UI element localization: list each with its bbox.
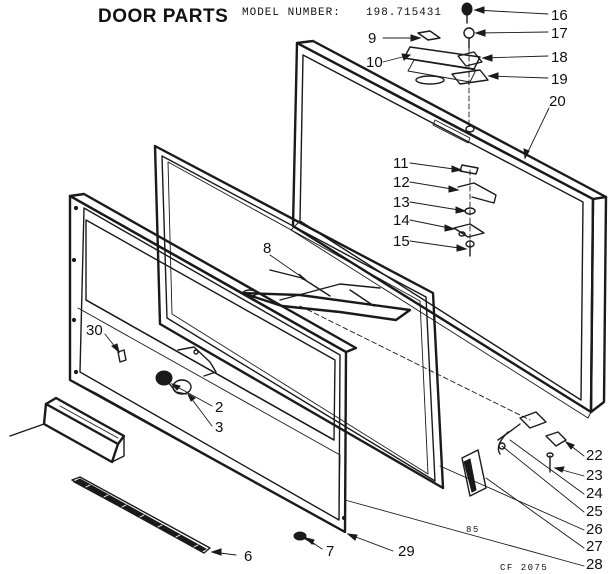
outer-door-panel xyxy=(290,39,608,419)
top-hinge-hardware xyxy=(403,2,489,133)
callout-25: 25 xyxy=(586,503,603,520)
bottom-hinge-hardware xyxy=(461,411,567,497)
callout-6: 6 xyxy=(244,548,252,565)
callout-17: 17 xyxy=(551,25,568,42)
callout-29: 29 xyxy=(398,543,415,560)
leader-lines xyxy=(104,6,585,567)
callout-23: 23 xyxy=(586,467,603,484)
callout-8: 8 xyxy=(263,240,271,257)
hinge-pin-16 xyxy=(461,2,473,16)
callout-30: 30 xyxy=(86,322,103,339)
diagram-code-cf: CF 2075 xyxy=(500,563,548,573)
callout-14: 14 xyxy=(393,212,410,229)
top-shim-9 xyxy=(417,30,441,41)
callout-28: 28 xyxy=(586,556,603,573)
callout-26: 26 xyxy=(586,521,603,538)
callout-numbers: 16 17 18 19 20 9 10 11 12 13 14 15 8 30 … xyxy=(86,7,603,573)
callout-24: 24 xyxy=(586,485,603,502)
callout-13: 13 xyxy=(393,194,410,211)
bushing-17 xyxy=(463,27,475,39)
callout-7: 7 xyxy=(326,543,334,560)
callout-19: 19 xyxy=(551,71,568,88)
hinge-plate-14 xyxy=(453,223,485,238)
model-number-label: MODEL NUMBER: xyxy=(242,7,341,19)
callout-3: 3 xyxy=(215,419,223,436)
callout-10: 10 xyxy=(366,54,383,71)
callout-22: 22 xyxy=(586,447,603,464)
bearing-plate-18 xyxy=(457,51,483,67)
callout-27: 27 xyxy=(586,538,603,555)
callout-9: 9 xyxy=(368,30,376,47)
magnetic-strip-6 xyxy=(71,476,211,554)
callout-18: 18 xyxy=(551,49,568,66)
hinge-bracket-27 xyxy=(461,449,487,497)
callout-16: 16 xyxy=(551,7,568,24)
hinge-block-19 xyxy=(451,69,489,85)
callout-15: 15 xyxy=(393,233,410,250)
model-number-value: 198.715431 xyxy=(366,7,442,19)
stop-22 xyxy=(545,431,567,447)
clip-11 xyxy=(459,164,479,175)
liner-clip-30 xyxy=(117,349,127,363)
callout-20: 20 xyxy=(549,93,566,110)
diagram-code-85: 85 xyxy=(466,525,480,535)
panel-slot xyxy=(432,119,471,144)
callout-12: 12 xyxy=(393,174,410,191)
diagram-title: DOOR PARTS xyxy=(98,6,228,27)
inner-door-liner xyxy=(68,192,358,534)
handle-mount-hardware xyxy=(155,370,192,395)
callout-11: 11 xyxy=(393,155,409,172)
door-handle-trim xyxy=(9,396,126,464)
bracket-12 xyxy=(457,182,497,204)
handle-base-3 xyxy=(172,379,192,395)
callout-2: 2 xyxy=(215,399,223,416)
